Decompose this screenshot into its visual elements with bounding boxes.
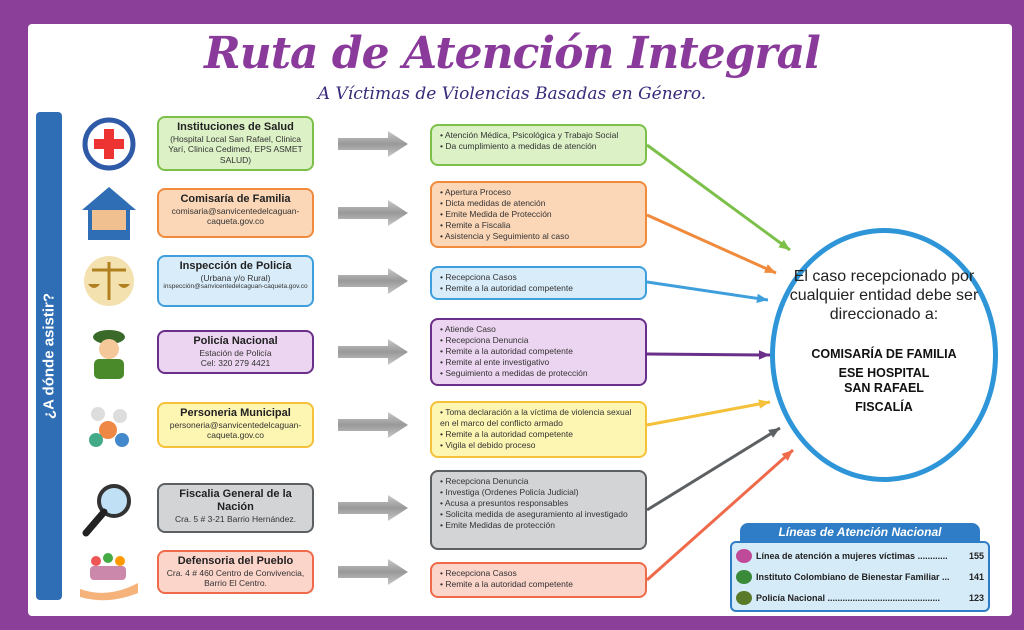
action-item: Recepciona Casos <box>440 568 637 579</box>
actions-box: Atención Médica, Psicológica y Trabajo S… <box>430 124 647 166</box>
agency-logo-icon <box>736 548 752 563</box>
destination-entity: FISCALÍA <box>855 399 913 414</box>
actions-box: Atiende CasoRecepciona DenunciaRemite a … <box>430 318 647 386</box>
destination-entity: COMISARÍA DE FAMILIA <box>811 346 957 361</box>
entity-box: Personeria Municipal personeria@sanvicen… <box>157 402 314 448</box>
action-item: Recepciona Denuncia <box>440 476 637 487</box>
national-line-item: Policía Nacional .......................… <box>736 587 984 608</box>
arrow-right-icon <box>338 200 408 226</box>
action-item: Atención Médica, Psicológica y Trabajo S… <box>440 130 637 141</box>
entity-box: Defensoria del Pueblo Cra. 4 # 460 Centr… <box>157 550 314 594</box>
actions-box: Recepciona DenunciaInvestiga (Ordenes Po… <box>430 470 647 550</box>
action-item: Investiga (Ordenes Policía Judicial) <box>440 487 637 498</box>
connector-arrow <box>646 448 794 582</box>
connector-arrow <box>646 399 771 427</box>
entity-name: Fiscalia General de la Nación <box>179 488 292 514</box>
page-subtitle: A Víctimas de Violencias Basadas en Géne… <box>317 84 707 104</box>
entity-name: Instituciones de Salud <box>177 121 294 133</box>
people-gears-icon <box>78 396 140 454</box>
action-item: Emite Medidas de protección <box>440 520 637 531</box>
action-item: Apertura Proceso <box>440 187 637 198</box>
action-item: Recepciona Casos <box>440 272 637 283</box>
entity-name: Personeria Municipal <box>180 407 291 419</box>
police-officer-icon <box>78 323 140 381</box>
hands-people-icon <box>78 543 140 601</box>
national-line-item: Línea de atención a mujeres víctimas ...… <box>736 545 984 566</box>
action-item: Atiende Caso <box>440 324 637 335</box>
action-item: Remite al ente investigativo <box>440 357 637 368</box>
destination-oval: El caso recepcionado por cualquier entid… <box>770 228 998 482</box>
connector-arrow <box>646 143 791 252</box>
destination-question: El caso recepcionado por cualquier entid… <box>789 268 979 324</box>
entity-phone: Cel: 320 279 4421 <box>200 358 271 369</box>
national-lines-panel: Líneas de Atención Nacional Línea de ate… <box>730 523 990 612</box>
action-item: Remite a la autoridad competente <box>440 429 637 440</box>
arrow-right-icon <box>338 268 408 294</box>
connector-arrow <box>646 350 771 360</box>
entity-detail: (Hospital Local San Rafael, Clinica Yarí… <box>168 134 303 165</box>
family-house-icon <box>78 184 140 242</box>
entity-detail: Cra. 4 # 460 Centro de Convivencia, Barr… <box>166 568 305 589</box>
arrow-right-icon <box>338 412 408 438</box>
action-item: Vigila el debido proceso <box>440 440 637 451</box>
action-item: Emite Medida de Protección <box>440 209 637 220</box>
entity-name: Policía Nacional <box>193 335 278 347</box>
entity-box: Inspección de Policía (Urbana y/o Rural)… <box>157 255 314 307</box>
entity-box: Instituciones de Salud (Hospital Local S… <box>157 116 314 171</box>
national-line-item: Instituto Colombiano de Bienestar Famili… <box>736 566 984 587</box>
page-title: Ruta de Atención Integral <box>204 28 821 79</box>
entity-detail: Cra. 5 # 3-21 Barrio Hernández. <box>175 514 296 525</box>
agency-logo-icon <box>736 590 752 605</box>
connector-arrow <box>646 280 769 303</box>
sidebar-label-bar: ¿A dónde asistir? <box>36 112 62 600</box>
arrow-right-icon <box>338 130 408 157</box>
action-item: Da cumplimiento a medidas de atención <box>440 141 637 152</box>
arrow-right-icon <box>338 495 408 521</box>
entity-name: Comisaría de Familia <box>180 193 291 205</box>
entity-name: Inspección de Policía <box>179 260 292 272</box>
entity-box: Fiscalia General de la Nación Cra. 5 # 3… <box>157 483 314 533</box>
line-label: Instituto Colombiano de Bienestar Famili… <box>756 571 950 582</box>
action-item: Remite a la autoridad competente <box>440 283 637 294</box>
connector-arrow <box>646 426 781 512</box>
national-lines-title: Líneas de Atención Nacional <box>740 523 980 541</box>
entity-name: Defensoria del Pueblo <box>177 555 294 567</box>
line-label: Policía Nacional .......................… <box>756 592 941 603</box>
line-number: 155 <box>968 550 984 561</box>
connector-arrow <box>646 213 777 275</box>
scales-icon <box>78 252 140 310</box>
action-item: Toma declaración a la víctima de violenc… <box>440 407 637 429</box>
action-item: Remite a la autoridad competente <box>440 579 637 590</box>
entity-detail: Estación de Policía <box>199 348 272 359</box>
actions-box: Recepciona CasosRemite a la autoridad co… <box>430 562 647 598</box>
entity-box: Comisaría de Familia comisaria@sanvicent… <box>157 188 314 238</box>
red-cross-icon <box>78 115 140 173</box>
line-number: 123 <box>968 592 984 603</box>
arrow-right-icon <box>338 559 408 585</box>
agency-logo-icon <box>736 569 752 584</box>
action-item: Remite a la autoridad competente <box>440 346 637 357</box>
arrow-right-icon <box>338 339 408 365</box>
action-item: Seguimiento a medidas de protección <box>440 368 637 379</box>
entity-box: Policía Nacional Estación de Policía Cel… <box>157 330 314 374</box>
actions-box: Recepciona CasosRemite a la autoridad co… <box>430 266 647 301</box>
action-item: Solicita medida de aseguramiento al inve… <box>440 509 637 520</box>
destination-entity: ESE HOSPITAL SAN RAFAEL <box>838 365 930 395</box>
action-item: Acusa a presuntos responsables <box>440 498 637 509</box>
line-number: 141 <box>968 571 984 582</box>
actions-box: Apertura ProcesoDicta medidas de atenció… <box>430 181 647 249</box>
entity-detail: (Urbana y/o Rural) <box>200 273 271 284</box>
action-item: Remite a Fiscalia <box>440 220 637 231</box>
action-item: Dicta medidas de atención <box>440 198 637 209</box>
action-item: Recepciona Denuncia <box>440 335 637 346</box>
line-label: Línea de atención a mujeres víctimas ...… <box>756 550 948 561</box>
actions-box: Toma declaración a la víctima de violenc… <box>430 401 647 458</box>
magnifier-icon <box>78 479 140 537</box>
entity-email: inspección@sanvicentedelcaguan-caqueta.g… <box>163 283 308 291</box>
action-item: Asistencia y Seguimiento al caso <box>440 231 637 242</box>
entity-detail: comisaria@sanvicentedelcaguan-caqueta.go… <box>171 206 300 227</box>
entity-detail: personeria@sanvicentedelcaguan-caqueta.g… <box>169 420 302 441</box>
